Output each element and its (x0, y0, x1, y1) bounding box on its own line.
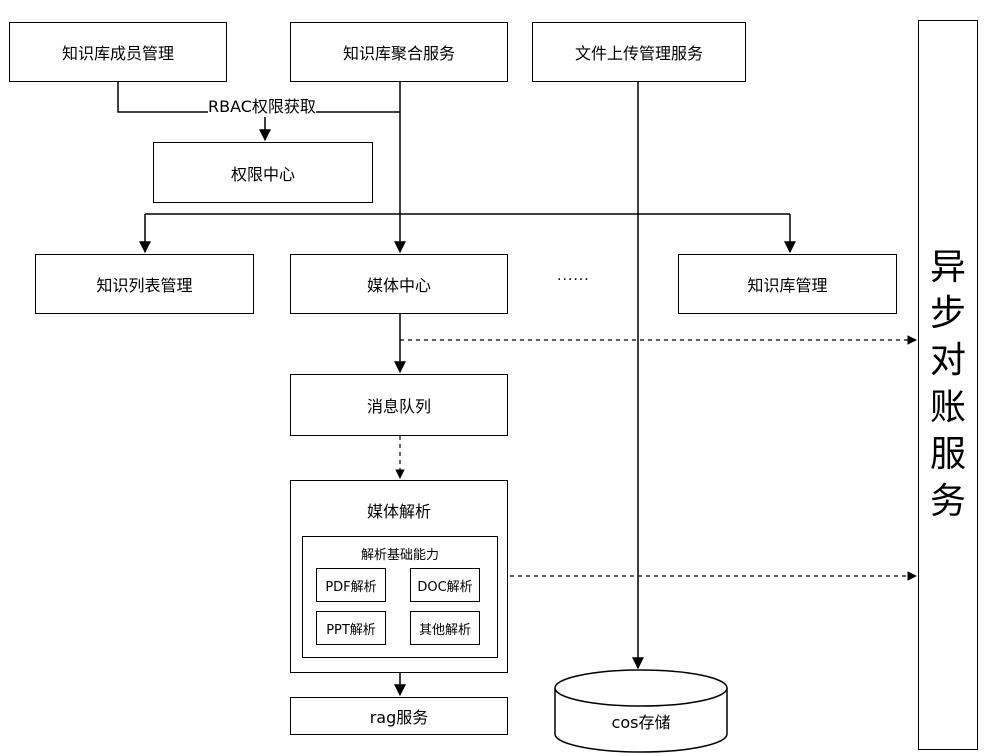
kb-mgmt-label: 知识库管理 (747, 276, 828, 295)
pdf-parse-label: PDF解析 (325, 579, 377, 595)
async-reconcile-char: 服 (929, 433, 966, 475)
parse-basic-title: 解析基础能力 (360, 548, 439, 563)
upload-service-label: 文件上传管理服务 (574, 44, 703, 63)
media-parse-title: 媒体解析 (366, 502, 431, 521)
doc-parse-label: DOC解析 (417, 579, 473, 595)
async-reconcile-char: 务 (929, 480, 966, 522)
rag-service-node: rag服务 (290, 697, 508, 735)
aggregate-service-label: 知识库聚合服务 (342, 44, 455, 63)
ellipsis-label: ······ (557, 272, 590, 288)
ppt-parse-node: PPT解析 (316, 611, 386, 645)
rag-service-label: rag服务 (369, 708, 429, 727)
permission-center-label: 权限中心 (230, 164, 295, 184)
pdf-parse-node: PDF解析 (316, 568, 386, 602)
message-queue-node: 消息队列 (290, 374, 508, 436)
media-parse-group: 媒体解析 解析基础能力 PDF解析 DOC解析 PPT解析 其他解析 (290, 480, 508, 673)
async-reconcile-char: 步 (929, 293, 966, 335)
permission-center-node: 权限中心 (153, 142, 373, 203)
media-center-label: 媒体中心 (366, 276, 431, 295)
message-queue-label: 消息队列 (366, 397, 431, 416)
ppt-parse-label: PPT解析 (326, 622, 376, 638)
member-mgmt-node: 知识库成员管理 (9, 22, 227, 82)
upload-service-node: 文件上传管理服务 (532, 22, 746, 82)
other-parse-node: 其他解析 (410, 611, 480, 645)
rbac-edge-label: RBAC权限获取 (208, 93, 316, 117)
other-parse-label: 其他解析 (418, 622, 471, 638)
media-center-node: 媒体中心 (290, 254, 508, 314)
cos-storage-label: cos存储 (611, 713, 671, 732)
parse-basic-group: 解析基础能力 PDF解析 DOC解析 PPT解析 其他解析 (302, 536, 498, 658)
aggregate-service-node: 知识库聚合服务 (290, 22, 508, 82)
async-reconcile-label: 异步对账服务 (930, 245, 966, 526)
doc-parse-node: DOC解析 (410, 568, 480, 602)
cos-storage-cylinder (554, 669, 728, 753)
async-reconcile-node: 异步对账服务 (918, 20, 978, 750)
async-reconcile-char: 异 (929, 246, 966, 288)
async-reconcile-char: 账 (929, 387, 966, 428)
knowledge-list-node: 知识列表管理 (35, 254, 254, 314)
async-reconcile-char: 对 (929, 340, 966, 382)
kb-mgmt-node: 知识库管理 (678, 254, 897, 314)
knowledge-list-label: 知识列表管理 (96, 276, 193, 295)
member-mgmt-label: 知识库成员管理 (61, 44, 174, 63)
